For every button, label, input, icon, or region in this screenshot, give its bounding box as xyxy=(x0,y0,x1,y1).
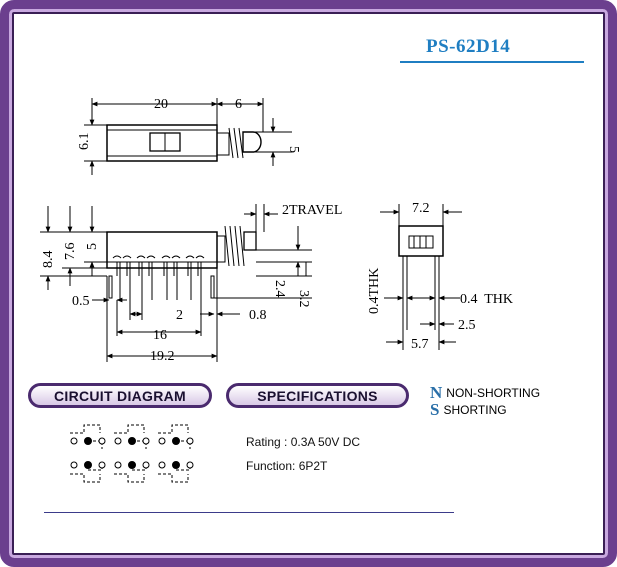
n-icon: N xyxy=(430,383,443,402)
dim-plunger-dia: 5 xyxy=(286,146,301,153)
circuit-contacts xyxy=(70,437,194,469)
legend-non-shorting: N NON-SHORTING xyxy=(430,383,541,402)
spec-rating: Rating : 0.3A 50V DC xyxy=(246,435,361,449)
dim-pin-length: 2.4 xyxy=(272,280,287,298)
dim-side-width: 7.2 xyxy=(412,201,430,216)
legend-shorting: S SHORTING xyxy=(430,400,507,419)
dim-pitch: 2 xyxy=(176,308,183,323)
specifications-heading: SPECIFICATIONS xyxy=(226,383,409,408)
dim-height: 6.1 xyxy=(77,133,92,151)
s-icon: S xyxy=(430,400,440,419)
top-view xyxy=(84,98,292,175)
title-underline xyxy=(400,61,584,63)
circuit-diagram-heading: CIRCUIT DIAGRAM xyxy=(28,383,212,408)
side-view xyxy=(380,204,462,350)
dim-side-thk-right: 0.4 THK xyxy=(460,292,513,307)
dim-h3: 5 xyxy=(85,243,100,250)
dim-offset: 0.8 xyxy=(249,308,267,323)
circuit-diagram xyxy=(70,424,191,483)
dim-length: 20 xyxy=(154,97,168,112)
dim-side-row: 2.5 xyxy=(458,318,476,333)
dim-travel: 2TRAVEL xyxy=(282,203,342,218)
dim-h2: 7.6 xyxy=(63,243,78,261)
dim-side-thk-left: 0.4THK xyxy=(367,268,382,314)
bottom-divider xyxy=(44,512,454,513)
dim-depth: 3.2 xyxy=(296,290,311,308)
dim-side-base: 5.7 xyxy=(411,337,429,352)
model-title: PS-62D14 xyxy=(426,36,511,57)
dim-pin-width: 0.5 xyxy=(72,294,90,309)
dim-h1: 8.4 xyxy=(41,251,56,269)
spec-function: Function: 6P2T xyxy=(246,459,328,473)
dim-total: 19.2 xyxy=(150,349,175,364)
dim-plunger: 6 xyxy=(235,97,242,112)
legend-label: SHORTING xyxy=(443,403,507,417)
dim-span: 16 xyxy=(153,328,167,343)
legend-label: NON-SHORTING xyxy=(446,386,541,400)
front-view xyxy=(40,204,312,362)
